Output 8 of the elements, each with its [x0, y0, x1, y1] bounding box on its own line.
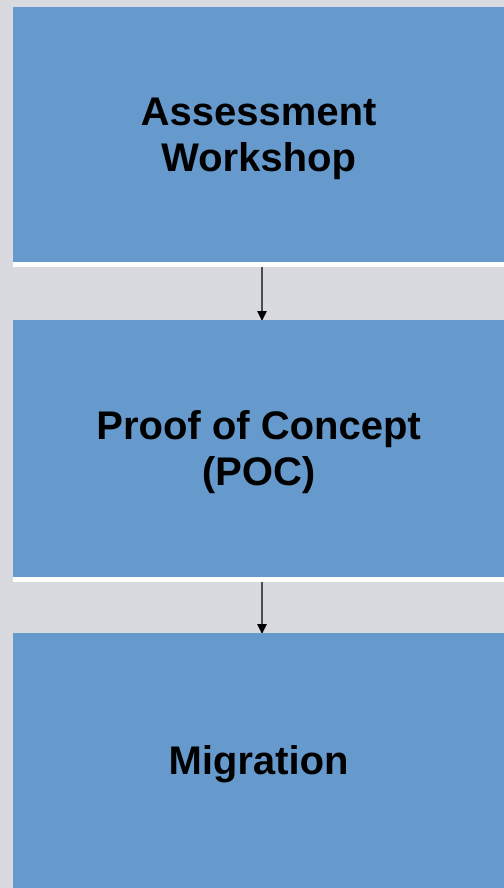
process-box: [13, 7, 504, 267]
box-label: Assessment Workshop: [140, 88, 378, 180]
arrow: [257, 267, 267, 321]
box-label: Migration: [168, 738, 348, 784]
arrow: [257, 582, 267, 634]
process-box: [13, 633, 504, 888]
box-label: Proof of Concept (POC): [95, 402, 422, 494]
process-box: [13, 320, 504, 582]
